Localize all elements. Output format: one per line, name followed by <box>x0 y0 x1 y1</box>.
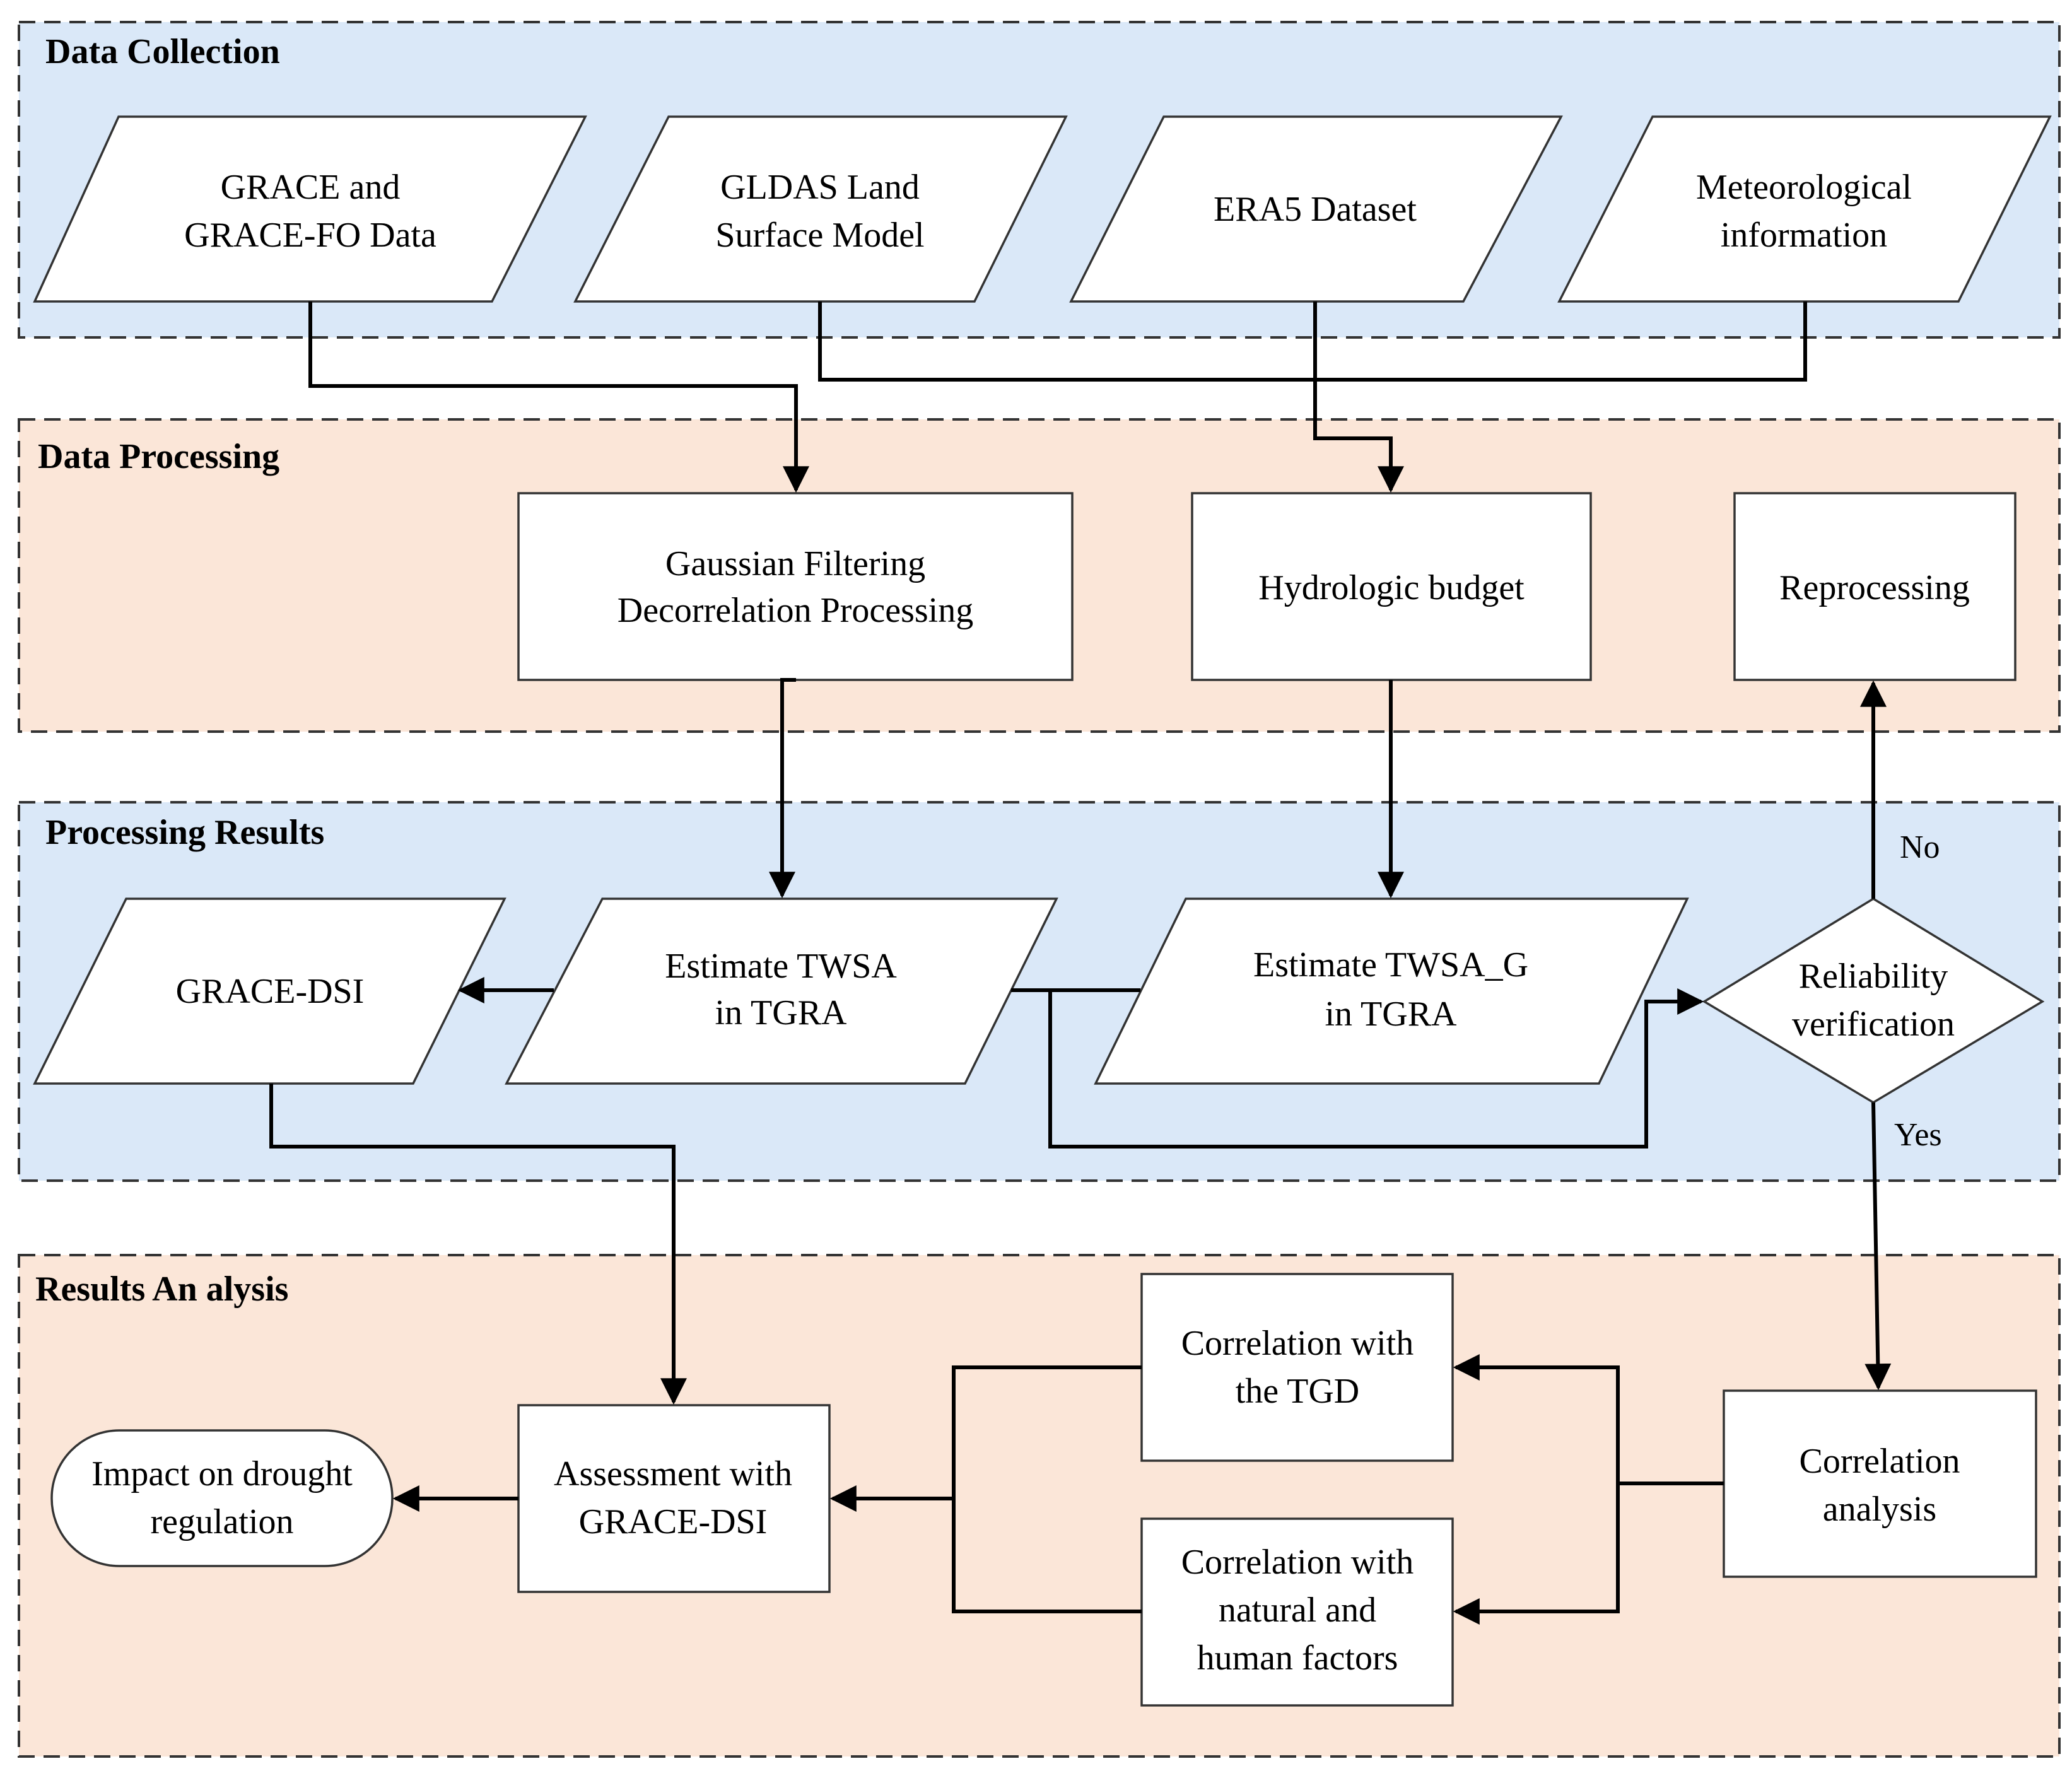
node-label-line: GRACE-DSI <box>579 1502 768 1541</box>
section-title-processing: Data Processing <box>38 437 279 476</box>
edge-gldas-meteo-merge <box>818 301 1807 382</box>
node-label-line: in TGRA <box>715 993 848 1032</box>
node-label-line: Impact on drought <box>91 1454 353 1493</box>
edge-correlation-to-tgd <box>1453 1354 1620 1483</box>
node-label-line: verification <box>1792 1005 1955 1044</box>
label-meteorological-info: Meteorological information <box>1696 168 1912 255</box>
label-correlation-natural-human: Correlation with natural and human factors <box>1181 1543 1414 1678</box>
label-correlation-tgd: Correlation with the TGD <box>1181 1324 1414 1411</box>
node-label-line: in TGRA <box>1325 995 1458 1034</box>
node-label-line: Hydrologic budget <box>1258 568 1525 607</box>
node-impact-drought <box>50 1429 394 1567</box>
node-era5-dataset <box>1069 115 1563 303</box>
node-label-line: ERA5 Dataset <box>1214 190 1417 229</box>
edge-dsi-to-assessment <box>269 1084 687 1405</box>
node-correlation-tgd <box>1140 1273 1454 1462</box>
node-label-line: analysis <box>1823 1490 1936 1529</box>
edge-grace-to-gaussian <box>308 301 809 493</box>
node-meteorological-info <box>1557 115 2052 303</box>
node-correlation-analysis <box>1723 1389 2037 1578</box>
edge-gaussian-to-twsa <box>769 678 796 899</box>
node-label-line: regulation <box>150 1502 293 1541</box>
node-label-line: information <box>1721 216 1887 255</box>
node-label-line: GLDAS Land <box>720 168 920 207</box>
node-label-line: Estimate TWSA <box>665 947 897 986</box>
node-label-line: Reprocessing <box>1779 568 1970 607</box>
label-hydrologic-budget: Hydrologic budget <box>1258 568 1525 607</box>
node-label-line: GRACE-DSI <box>176 972 365 1011</box>
node-label-line: Correlation with <box>1181 1543 1414 1582</box>
node-label-line: Meteorological <box>1696 168 1912 207</box>
label-reliability-verification: Reliability verification <box>1792 957 1955 1044</box>
edge-label-no: No <box>1900 829 1940 865</box>
label-grace-dsi: GRACE-DSI <box>176 972 365 1011</box>
node-label-line: Estimate TWSA_G <box>1253 945 1528 985</box>
edge-correlation-to-natural <box>1453 1483 1620 1625</box>
label-era5-dataset: ERA5 Dataset <box>1214 190 1417 229</box>
label-estimate-twsa: Estimate TWSA in TGRA <box>665 947 897 1032</box>
node-estimate-twsa-g <box>1094 897 1689 1085</box>
node-label-line: Surface Model <box>715 216 924 255</box>
node-gldas-model <box>573 115 1068 303</box>
edge-tgd-natural-join <box>952 1365 1142 1613</box>
section-title-collection: Data Collection <box>45 32 280 71</box>
node-label-line: Correlation with <box>1181 1324 1414 1363</box>
label-correlation-analysis: Correlation analysis <box>1799 1442 1960 1529</box>
node-label-line: Assessment with <box>554 1454 792 1493</box>
node-label-line: Reliability <box>1799 957 1948 996</box>
edge-twsa-to-reliability <box>1048 988 1704 1149</box>
node-label-line: Gaussian Filtering <box>665 544 925 583</box>
edge-label-yes: Yes <box>1894 1117 1942 1153</box>
node-label-line: human factors <box>1197 1639 1398 1678</box>
label-reprocessing: Reprocessing <box>1779 568 1970 607</box>
node-grace-data <box>33 115 587 303</box>
node-estimate-twsa <box>505 897 1058 1085</box>
node-assessment-grace-dsi <box>517 1404 831 1593</box>
node-label-line: Decorrelation Processing <box>618 591 973 630</box>
node-label-line: natural and <box>1219 1591 1376 1630</box>
node-label-line: the TGD <box>1236 1372 1360 1411</box>
node-label-line: GRACE-FO Data <box>184 216 436 255</box>
section-title-analysis: Results An alysis <box>35 1270 288 1309</box>
node-hydrologic-budget <box>1191 492 1592 681</box>
node-grace-dsi <box>33 897 506 1085</box>
section-title-results: Processing Results <box>45 813 324 852</box>
node-reprocessing <box>1733 492 2016 681</box>
edge-era5-to-hydrologic <box>1313 301 1404 493</box>
label-impact-drought: Impact on drought regulation <box>91 1454 353 1541</box>
node-gaussian-filtering <box>517 492 1074 681</box>
node-label-line: Correlation <box>1799 1442 1960 1481</box>
edge-reliability-to-correlation <box>1864 1102 1892 1391</box>
node-label-line: GRACE and <box>221 168 401 207</box>
